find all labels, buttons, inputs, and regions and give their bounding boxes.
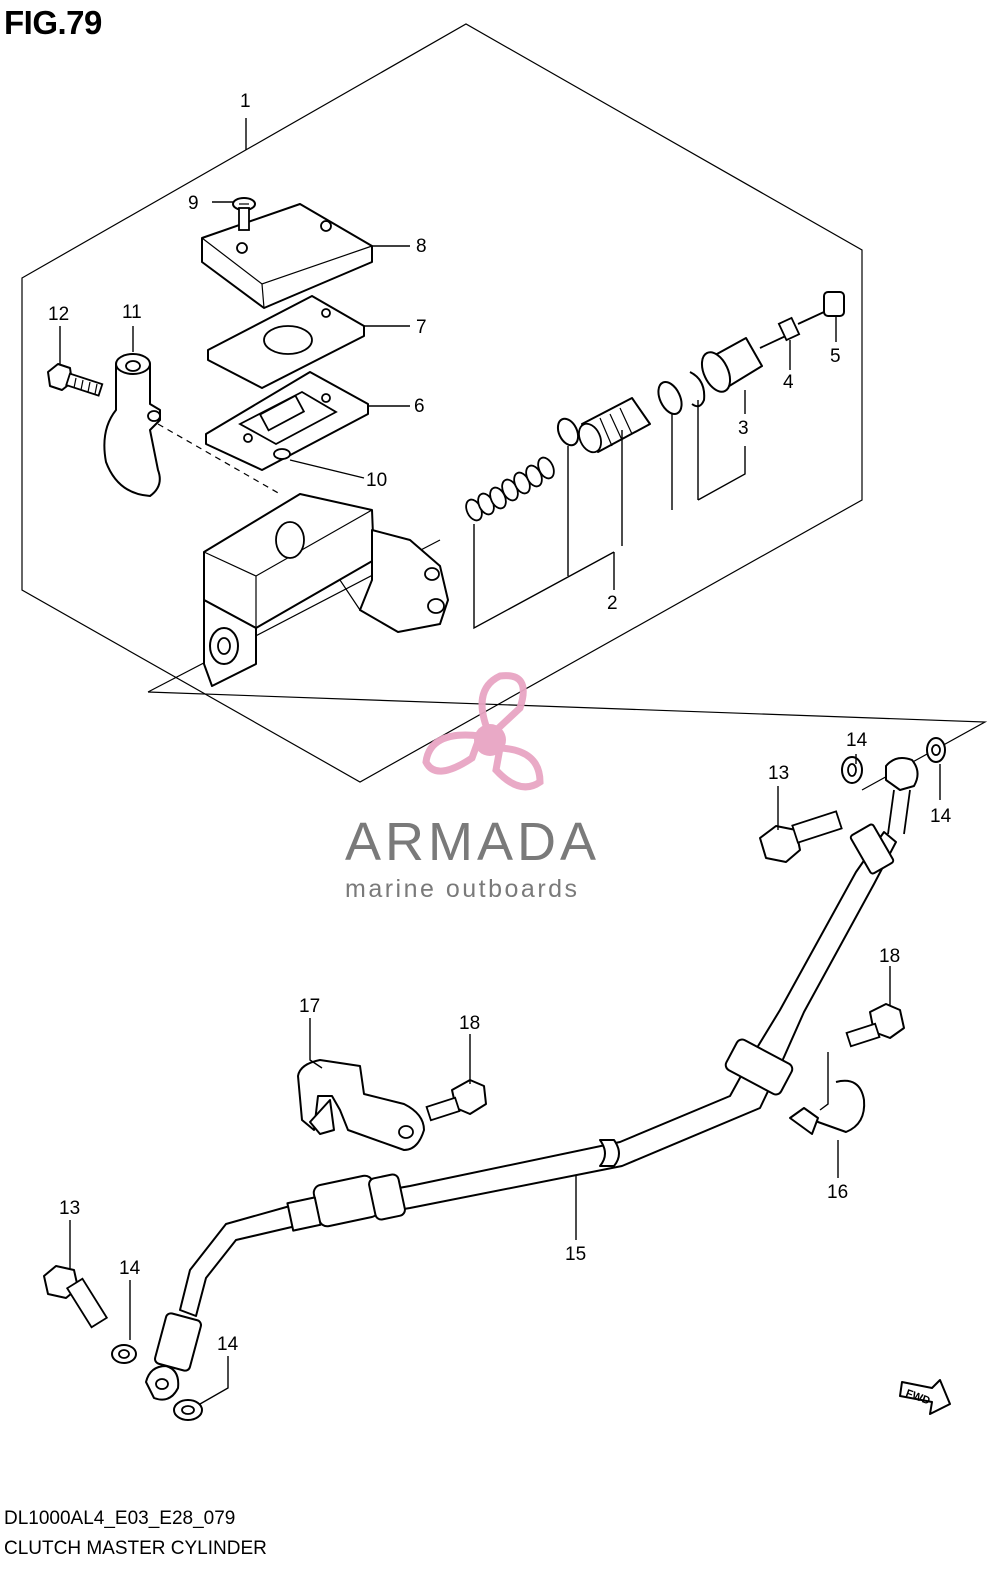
clamp-bolt: [47, 363, 104, 397]
callout-1: 1: [240, 91, 251, 112]
callout-12: 12: [48, 304, 69, 325]
circlip: [689, 371, 706, 408]
watermark-logo: [422, 672, 544, 791]
push-rod-cap: [823, 291, 845, 317]
reservoir-cap: [201, 203, 373, 309]
callout-17: 17: [299, 996, 320, 1017]
callout-10: 10: [366, 470, 387, 491]
callout-5: 5: [830, 346, 841, 367]
gasket-washer-3-hole: [118, 1349, 130, 1359]
assembly-boundary: [21, 23, 863, 783]
gasket-washer-2-hole: [931, 744, 941, 756]
union-bolt-upper: [759, 810, 843, 863]
callout-13a: 13: [768, 763, 789, 784]
piston: [578, 397, 651, 454]
gasket-washer-1-hole: [847, 763, 857, 777]
callout-14b: 14: [930, 806, 952, 827]
cup-seal: [556, 417, 580, 447]
drawing-code: DL1000AL4_E03_E28_079: [4, 1508, 236, 1529]
callout-18b: 18: [879, 946, 900, 967]
diaphragm-plate: [207, 295, 365, 389]
callout-13b: 13: [59, 1198, 80, 1219]
callout-8: 8: [416, 236, 427, 257]
clutch-hose: [145, 757, 919, 1401]
callout-14d: 14: [217, 1334, 239, 1355]
callout-7: 7: [416, 317, 427, 338]
push-rod: [759, 311, 825, 349]
callout-3: 3: [738, 418, 749, 439]
fwd-arrow-icon: [899, 1379, 951, 1415]
callout-14c: 14: [119, 1258, 141, 1279]
callout-9: 9: [188, 193, 199, 214]
figure-title: FIG.79: [4, 4, 102, 41]
callout-15: 15: [565, 1244, 586, 1265]
piston-spring: [465, 456, 555, 522]
master-cylinder-body: [203, 493, 449, 687]
o-ring: [273, 448, 291, 460]
gasket-washer-4-hole: [181, 1405, 195, 1415]
guide-bolt: [845, 1003, 905, 1048]
diaphragm: [205, 371, 369, 471]
callout-4: 4: [783, 372, 794, 393]
washer: [657, 381, 683, 415]
callout-16: 16: [827, 1182, 848, 1203]
handlebar-clamp: [103, 353, 281, 497]
hose-guide: [789, 1079, 866, 1135]
cap-screw: [232, 197, 256, 231]
union-bolt-lower: [43, 1265, 109, 1329]
hose-clamp: [297, 1059, 425, 1151]
watermark-brand: ARMADA: [345, 812, 600, 872]
callout-18a: 18: [459, 1013, 480, 1034]
clamp-bolt-lower: [425, 1079, 487, 1122]
callout-14a: 14: [846, 730, 868, 751]
diagram-description: CLUTCH MASTER CYLINDER: [4, 1538, 267, 1559]
callout-2: 2: [607, 593, 618, 614]
callout-11: 11: [122, 302, 142, 323]
dust-boot: [700, 337, 763, 393]
callout-6: 6: [414, 396, 425, 417]
watermark-tagline: marine outboards: [345, 875, 580, 903]
